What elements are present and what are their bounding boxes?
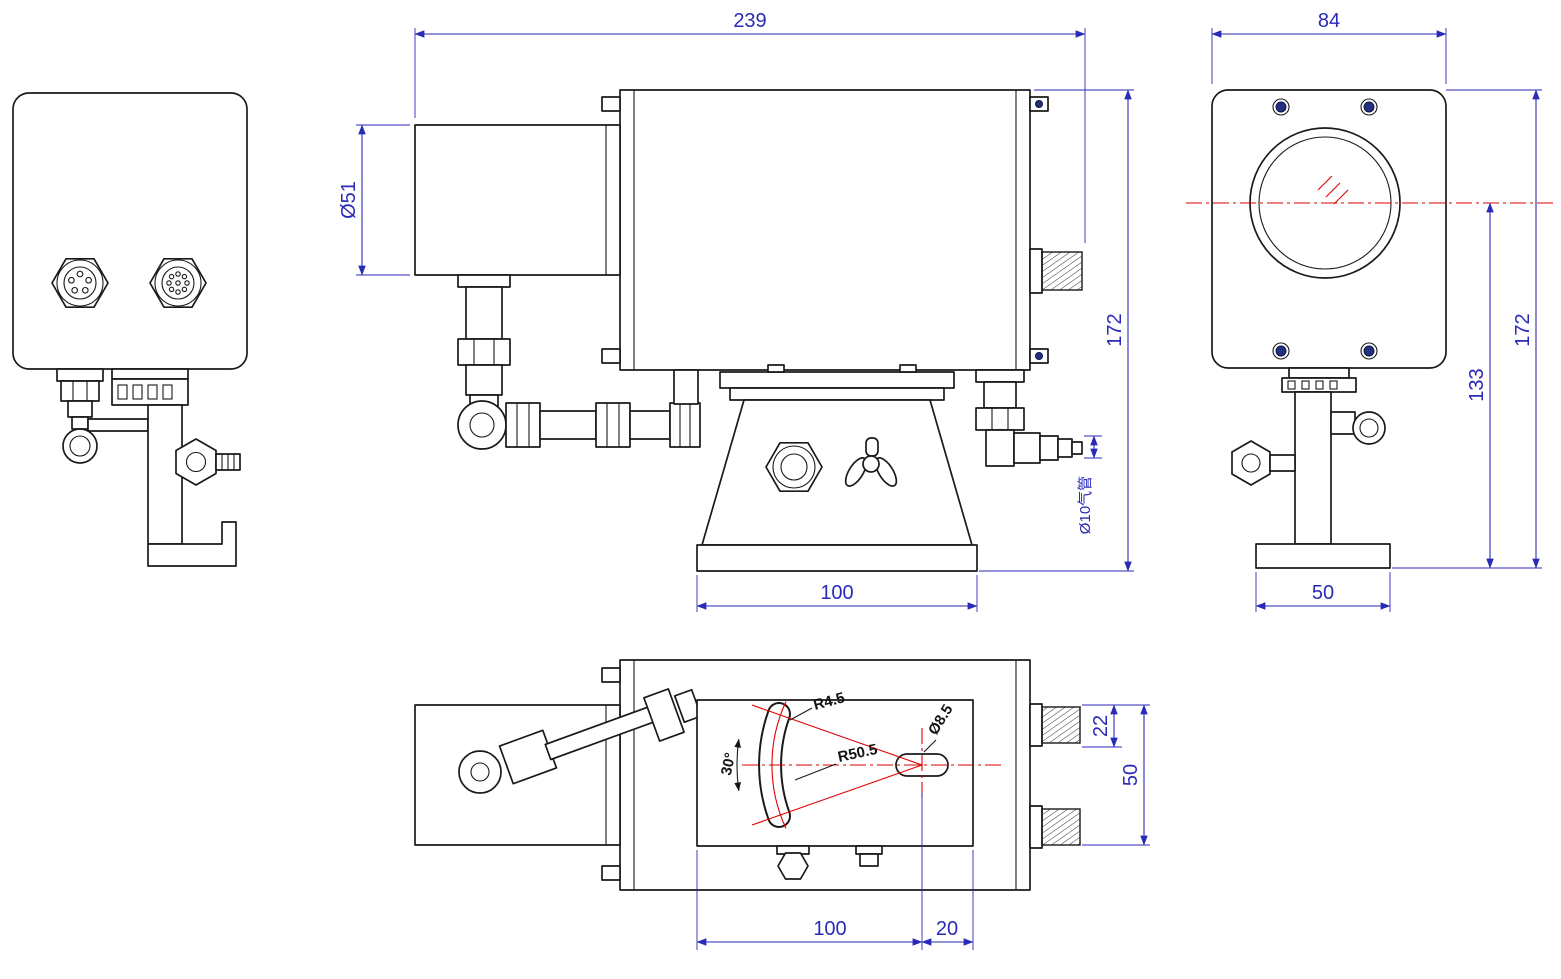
- rear-housing: [12, 92, 248, 370]
- note-text-30deg: 30°: [718, 751, 739, 777]
- dim-lens-diameter: Ø51: [338, 124, 410, 276]
- dim-air-tube: Ø10气管: [1077, 435, 1102, 534]
- corner-bolts: [1272, 98, 1378, 360]
- front-view: 84 172 133 50: [1186, 10, 1556, 612]
- side-rear-connector: [1029, 248, 1083, 294]
- dim-base-and-offset: 100 20: [696, 792, 974, 950]
- side-base-plate: [696, 544, 978, 572]
- rear-view: [12, 92, 248, 567]
- dim-text-22: 22: [1090, 715, 1112, 737]
- top-port-lower: [1029, 805, 1081, 849]
- glass-hatch-icon: [1317, 175, 1349, 205]
- connector-right: [149, 257, 207, 309]
- bolt-icon: [1035, 100, 1043, 108]
- bolt-icon: [1035, 352, 1043, 360]
- toggle-lever: [844, 437, 898, 487]
- dim-text-100-top: 100: [813, 918, 846, 940]
- dim-port-span: 50: [1082, 704, 1150, 846]
- dim-text-133: 133: [1466, 368, 1488, 401]
- dim-text-d51: Ø51: [338, 181, 360, 219]
- dim-body-width: 84: [1211, 10, 1447, 84]
- dim-text-50-top: 50: [1120, 764, 1142, 786]
- side-air-pipe: [457, 274, 701, 450]
- panel-fittings: [776, 845, 883, 880]
- front-clamp-nut: [1231, 440, 1271, 486]
- dim-overall-height-front: 172: [1392, 89, 1542, 569]
- front-bracket: [1231, 367, 1391, 569]
- dim-foot-width: 50: [1255, 572, 1391, 612]
- dim-text-172-front: 172: [1512, 313, 1534, 346]
- dim-text-172-side: 172: [1104, 313, 1126, 346]
- swing-arm: [458, 688, 703, 794]
- dim-port-height: 22: [1082, 704, 1150, 748]
- lock-knob: [765, 441, 823, 493]
- dim-text-air-tube: Ø10气管: [1077, 476, 1094, 534]
- side-view: 239 Ø51 172 100 Ø10气管: [338, 10, 1134, 612]
- side-pedestal: [696, 364, 978, 572]
- connector-left: [51, 257, 109, 309]
- rear-tube-fitting: [56, 368, 149, 464]
- rear-foot: [147, 521, 237, 567]
- dim-center-height: 133: [1466, 202, 1494, 569]
- dim-overall-length: 239: [414, 10, 1086, 243]
- dim-text-84: 84: [1318, 10, 1340, 32]
- dim-text-20: 20: [936, 918, 958, 940]
- side-air-fitting: [975, 369, 1083, 467]
- rear-clamp-nut: [175, 438, 241, 486]
- side-body: [619, 89, 1031, 371]
- dim-text-100-side: 100: [820, 582, 853, 604]
- side-lens-tube: [414, 124, 621, 276]
- angle-arc: [734, 738, 741, 792]
- top-view: R4.5 R50.5 Ø8.5 30° 22 50 1: [414, 659, 1150, 950]
- dim-base-width-side: 100: [696, 575, 978, 612]
- construction-lines: [742, 701, 1005, 829]
- dim-text-239: 239: [733, 10, 766, 32]
- dim-text-50-front: 50: [1312, 582, 1334, 604]
- top-port-upper: [1029, 703, 1081, 747]
- dim-overall-height-side: 172: [979, 89, 1134, 572]
- front-foot: [1255, 543, 1391, 569]
